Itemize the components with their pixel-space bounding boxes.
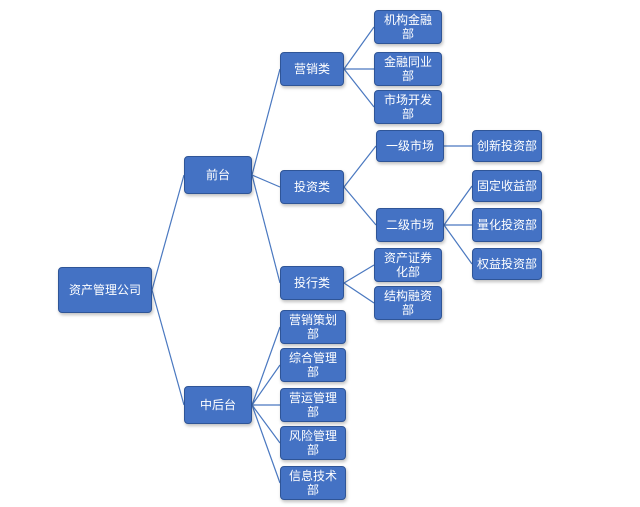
node-investment: 投资类	[280, 170, 344, 204]
node-front: 前台	[184, 156, 252, 194]
node-asset-securitization: 资产证券化部	[374, 248, 442, 282]
node-interbank-finance: 金融同业部	[374, 52, 442, 86]
connector-front-to-investment-banking	[251, 174, 281, 284]
node-risk-management: 风险管理部	[280, 426, 346, 460]
node-information-technology: 信息技术部	[280, 466, 346, 500]
node-operations-management: 营运管理部	[280, 388, 346, 422]
node-middle-back: 中后台	[184, 386, 252, 424]
node-primary-market: 一级市场	[376, 130, 444, 162]
connector-marketing-to-market-development	[343, 68, 375, 108]
node-fixed-income: 固定收益部	[472, 170, 542, 202]
connector-marketing-to-institutional-finance	[343, 26, 375, 70]
node-equity-investment: 权益投资部	[472, 248, 542, 280]
node-investment-banking: 投行类	[280, 266, 344, 300]
node-marketing: 营销类	[280, 52, 344, 86]
node-innovation-investment: 创新投资部	[472, 130, 542, 162]
connector-investment-banking-to-asset-securitization	[343, 264, 375, 284]
connector-investment-banking-to-structured-finance	[343, 282, 375, 304]
node-secondary-market: 二级市场	[376, 208, 444, 242]
connector-root-to-front	[151, 174, 185, 291]
connector-middle-back-to-general-management	[251, 364, 281, 406]
node-structured-finance: 结构融资部	[374, 286, 442, 320]
connector-investment-to-secondary-market	[343, 186, 377, 226]
connector-secondary-market-to-equity-investment	[443, 224, 473, 265]
connector-investment-to-primary-market	[343, 145, 377, 188]
connector-middle-back-to-information-technology	[251, 404, 281, 484]
connector-front-to-marketing	[251, 68, 281, 176]
connector-secondary-market-to-fixed-income	[443, 185, 473, 226]
connector-middle-back-to-marketing-planning	[251, 326, 281, 406]
node-marketing-planning: 营销策划部	[280, 310, 346, 344]
connector-front-to-investment	[251, 174, 281, 188]
node-market-development: 市场开发部	[374, 90, 442, 124]
connector-middle-back-to-risk-management	[251, 404, 281, 444]
node-general-management: 综合管理部	[280, 348, 346, 382]
node-quantitative-investment: 量化投资部	[472, 208, 542, 242]
node-institutional-finance: 机构金融部	[374, 10, 442, 44]
node-root: 资产管理公司	[58, 267, 152, 313]
connector-root-to-middle-back	[151, 289, 185, 406]
